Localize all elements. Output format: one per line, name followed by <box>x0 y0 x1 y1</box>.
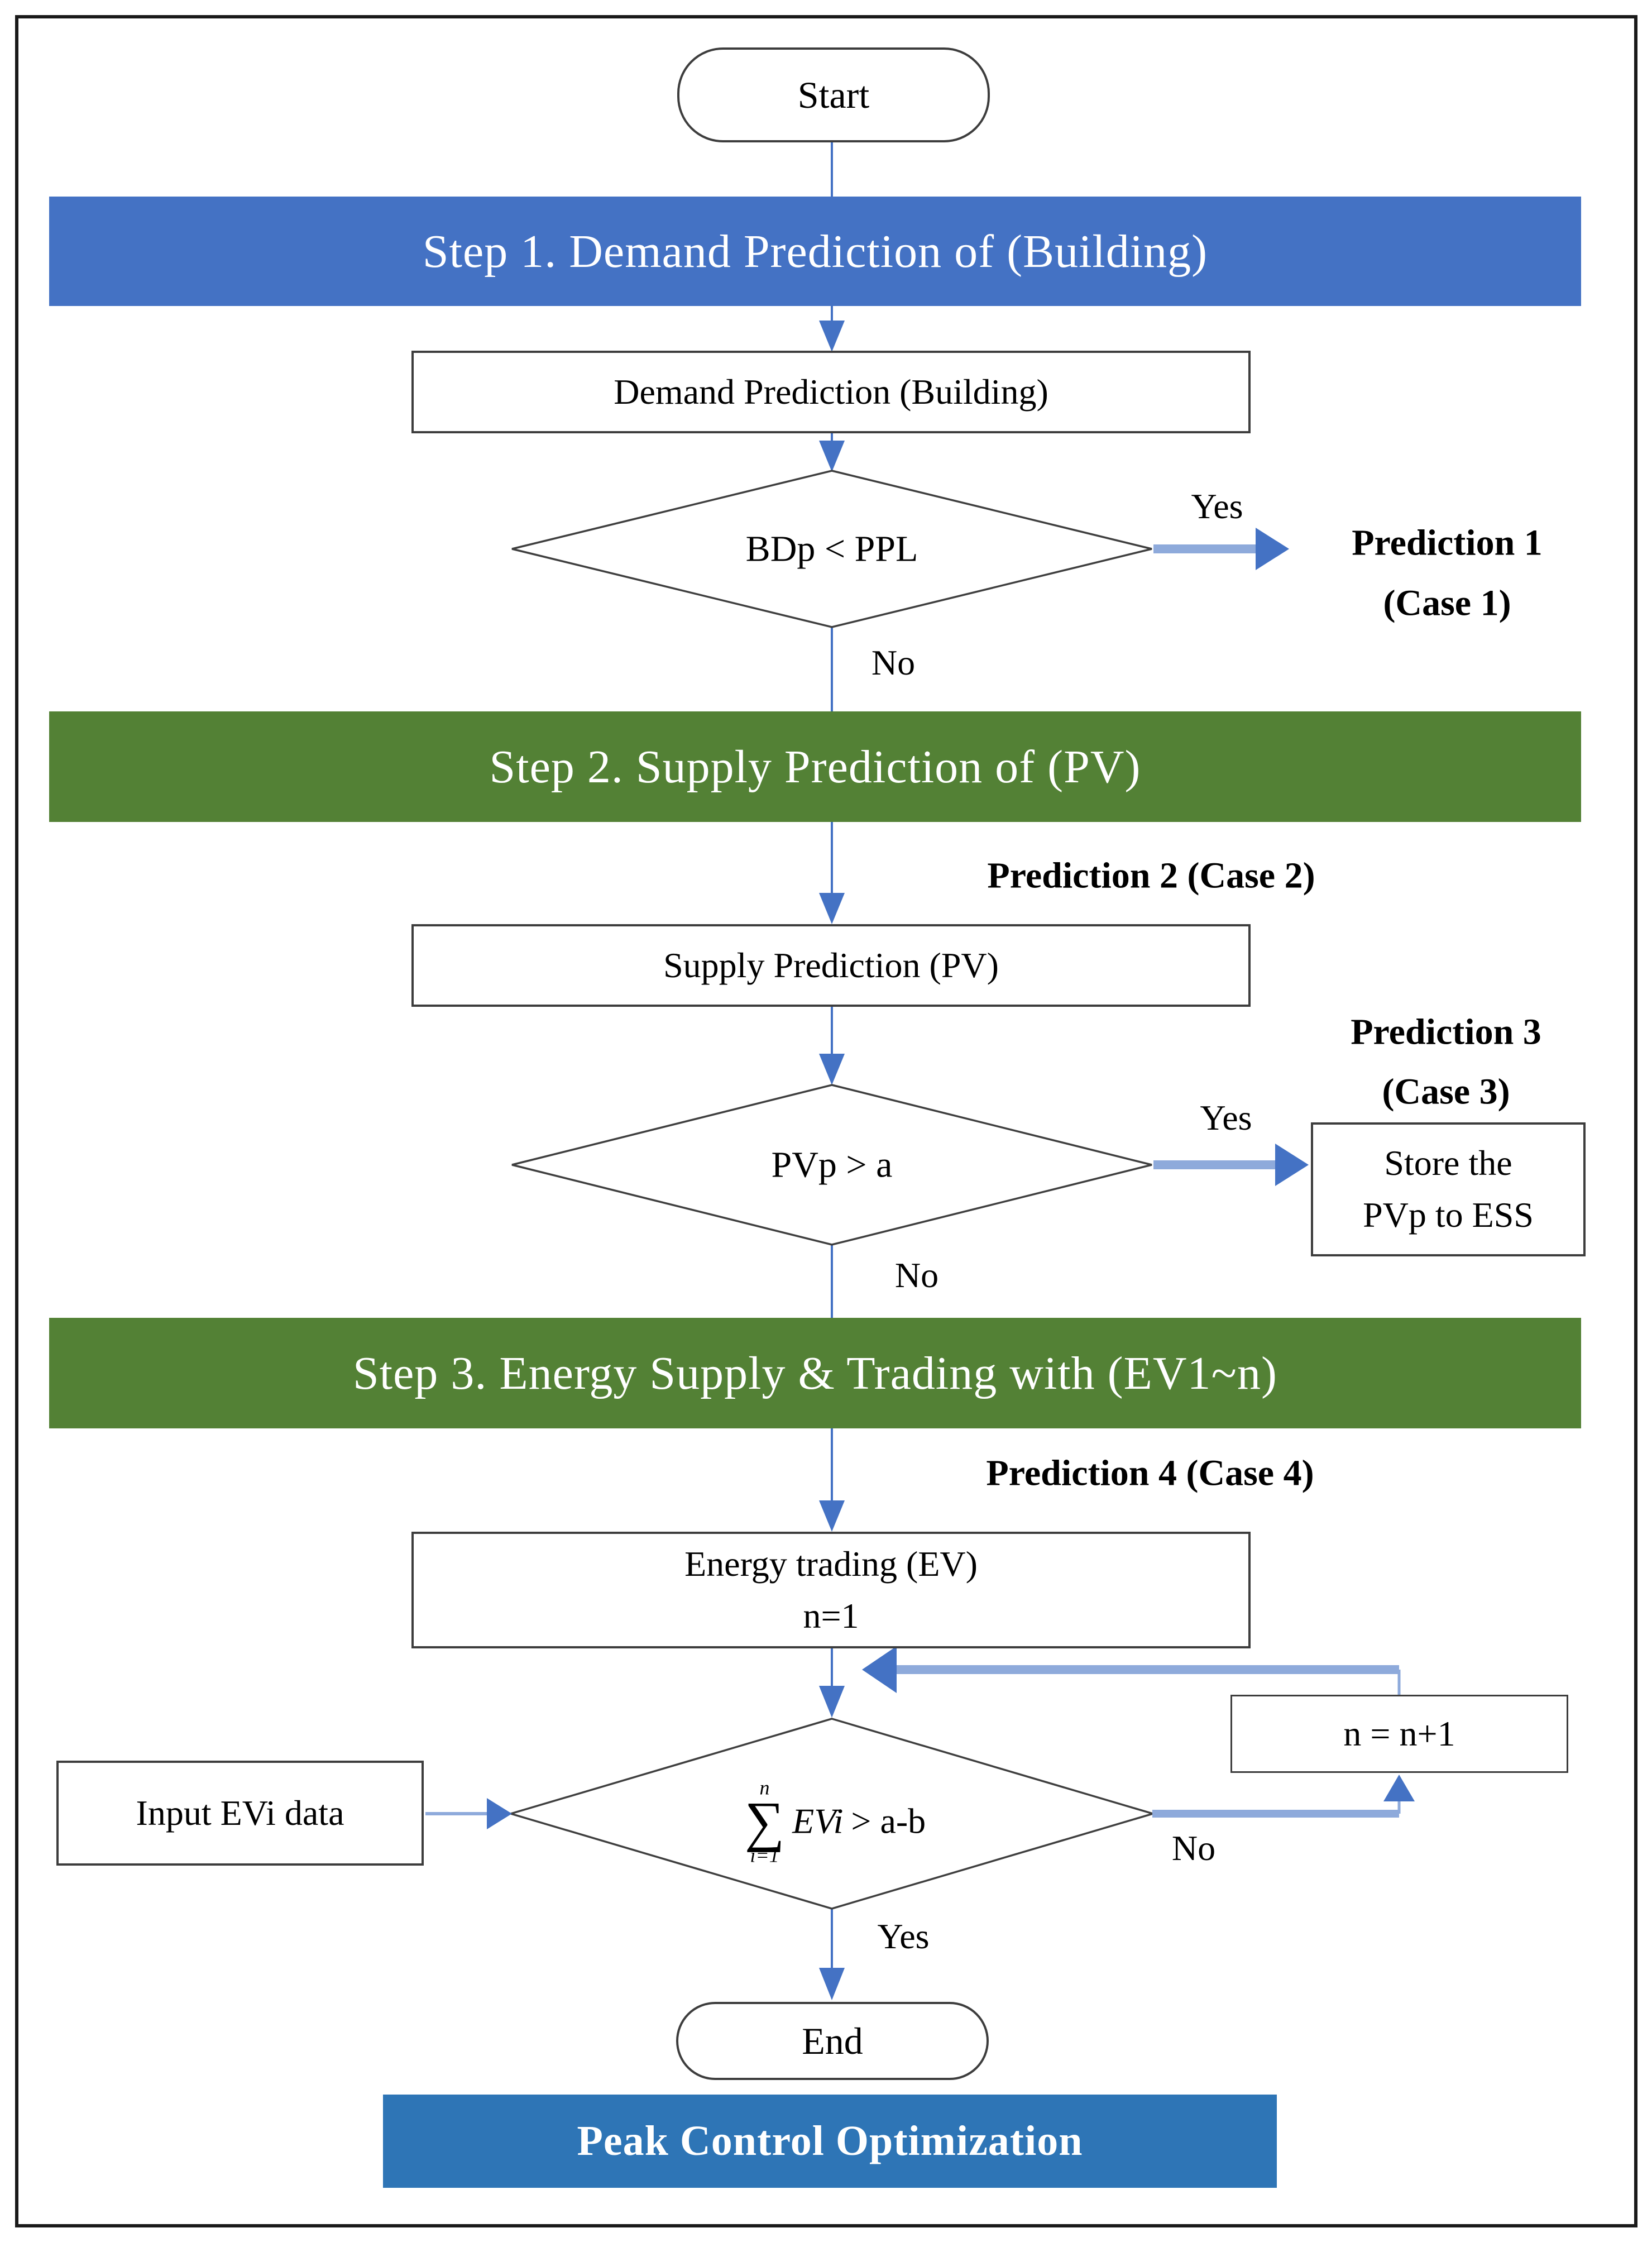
arrowhead-increment-icon <box>1383 1775 1415 1801</box>
decision1-label: BDp < PPL <box>745 528 918 570</box>
input-evi-box: Input EVi data <box>56 1761 424 1866</box>
store-ess-label-line2: PVp to ESS <box>1363 1195 1534 1235</box>
no2-label: No <box>894 1255 939 1295</box>
demand-prediction-label: Demand Prediction (Building) <box>614 371 1048 412</box>
input-evi-label: Input EVi data <box>136 1792 344 1833</box>
yes3-label: Yes <box>877 1916 930 1956</box>
arrowhead-end-icon <box>819 1968 845 2000</box>
sum-variable: EVi <box>792 1801 844 1841</box>
sum-comparison: > a-b <box>851 1801 926 1841</box>
store-ess-box: Store the PVp to ESS <box>1311 1122 1586 1256</box>
prediction2-label: Prediction 2 (Case 2) <box>987 855 1315 896</box>
sum-lower-limit: i=1 <box>750 1844 779 1867</box>
increment-label: n = n+1 <box>1343 1713 1455 1753</box>
step3-banner-label: Step 3. Energy Supply & Trading with (EV… <box>353 1347 1277 1399</box>
arrowhead-demand-icon <box>819 321 845 352</box>
step1-banner-label: Step 1. Demand Prediction of (Building) <box>422 225 1208 278</box>
prediction3-label-line2: (Case 3) <box>1382 1071 1510 1112</box>
supply-prediction-box: Supply Prediction (PV) <box>411 924 1251 1007</box>
prediction1-label-line1: Prediction 1 <box>1352 522 1543 563</box>
start-node: Start <box>677 47 990 142</box>
arrowhead-decision1-icon <box>819 441 845 472</box>
sum-upper-limit: n <box>759 1776 770 1799</box>
end-node: End <box>676 2002 989 2080</box>
arrowhead-decision3-icon <box>819 1686 845 1718</box>
arrowhead-yes2-icon <box>1275 1144 1309 1186</box>
decision1-diamond <box>511 470 1152 628</box>
prediction1-label-line2: (Case 1) <box>1383 582 1511 624</box>
decision2-diamond <box>511 1084 1152 1246</box>
decision3-label: n ∑ i=1 EVi > a-b <box>745 1759 926 1866</box>
demand-prediction-box: Demand Prediction (Building) <box>411 351 1251 433</box>
energy-trading-label-line1: Energy trading (EV) <box>684 1543 978 1584</box>
arrowhead-yes1-icon <box>1256 528 1289 570</box>
arrowhead-input-icon <box>487 1798 512 1829</box>
step3-banner: Step 3. Energy Supply & Trading with (EV… <box>49 1318 1581 1428</box>
yes2-label: Yes <box>1200 1097 1252 1137</box>
no3-label: No <box>1171 1828 1216 1868</box>
no1-label: No <box>871 642 916 682</box>
decision3-diamond <box>507 1718 1157 1910</box>
arrowhead-energy-icon <box>819 1500 845 1532</box>
summation-icon: n ∑ i=1 <box>745 1778 784 1866</box>
yes1-label: Yes <box>1191 486 1243 526</box>
figure-frame <box>15 15 1637 2227</box>
step2-banner-label: Step 2. Supply Prediction of (PV) <box>489 740 1141 793</box>
decision2-label: PVp > a <box>771 1144 893 1185</box>
prediction3-label-line1: Prediction 3 <box>1351 1011 1541 1053</box>
energy-trading-label-line2: n=1 <box>803 1595 859 1636</box>
start-label: Start <box>797 73 870 116</box>
arrowhead-decision2-icon <box>819 1054 845 1085</box>
end-label: End <box>802 2019 863 2062</box>
increment-box: n = n+1 <box>1230 1695 1568 1773</box>
sigma-symbol: ∑ <box>744 1790 785 1853</box>
step2-banner: Step 2. Supply Prediction of (PV) <box>49 711 1581 822</box>
arrowhead-loop-icon <box>862 1646 897 1693</box>
decision3-formula: n ∑ i=1 EVi > a-b <box>745 1778 926 1866</box>
footer-banner-label: Peak Control Optimization <box>577 2117 1083 2164</box>
arrowhead-supply-icon <box>819 893 845 924</box>
footer-banner: Peak Control Optimization <box>383 2095 1277 2188</box>
supply-prediction-label: Supply Prediction (PV) <box>663 945 999 985</box>
store-ess-label-line1: Store the <box>1384 1143 1512 1183</box>
energy-trading-box: Energy trading (EV) n=1 <box>411 1532 1251 1648</box>
prediction4-label: Prediction 4 (Case 4) <box>986 1452 1314 1494</box>
step1-banner: Step 1. Demand Prediction of (Building) <box>49 197 1581 306</box>
